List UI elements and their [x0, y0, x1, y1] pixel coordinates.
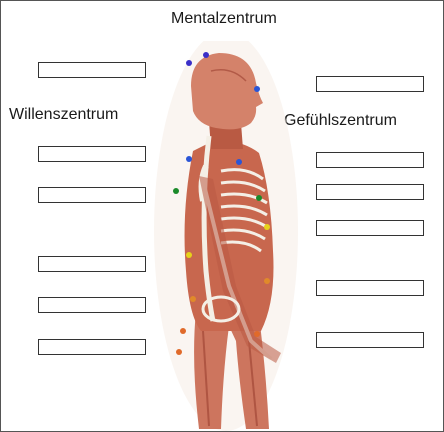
answer-box-right-4[interactable] — [316, 220, 424, 236]
center-dot — [176, 349, 182, 355]
mentalzentrum-label: Mentalzentrum — [171, 10, 277, 28]
answer-box-right-6[interactable] — [316, 332, 424, 348]
answer-box-left-1[interactable] — [38, 62, 146, 78]
answer-box-left-3[interactable] — [38, 187, 146, 203]
center-dot — [180, 328, 186, 334]
center-dot — [236, 159, 242, 165]
anatomy-figure-icon — [151, 41, 301, 431]
center-dot — [186, 156, 192, 162]
center-dot — [186, 252, 192, 258]
answer-box-right-2[interactable] — [316, 152, 424, 168]
answer-box-left-2[interactable] — [38, 146, 146, 162]
answer-box-right-1[interactable] — [316, 76, 424, 92]
center-dot — [254, 331, 260, 337]
answer-box-left-6[interactable] — [38, 339, 146, 355]
willenszentrum-label: Willenszentrum — [9, 106, 118, 124]
center-dot — [264, 224, 270, 230]
center-dot — [203, 52, 209, 58]
center-dot — [190, 296, 196, 302]
answer-box-right-3[interactable] — [316, 184, 424, 200]
center-dot — [264, 278, 270, 284]
answer-box-right-5[interactable] — [316, 280, 424, 296]
answer-box-left-4[interactable] — [38, 256, 146, 272]
center-dot — [254, 86, 260, 92]
center-dot — [256, 195, 262, 201]
center-dot — [186, 60, 192, 66]
answer-box-left-5[interactable] — [38, 297, 146, 313]
center-dot — [173, 188, 179, 194]
